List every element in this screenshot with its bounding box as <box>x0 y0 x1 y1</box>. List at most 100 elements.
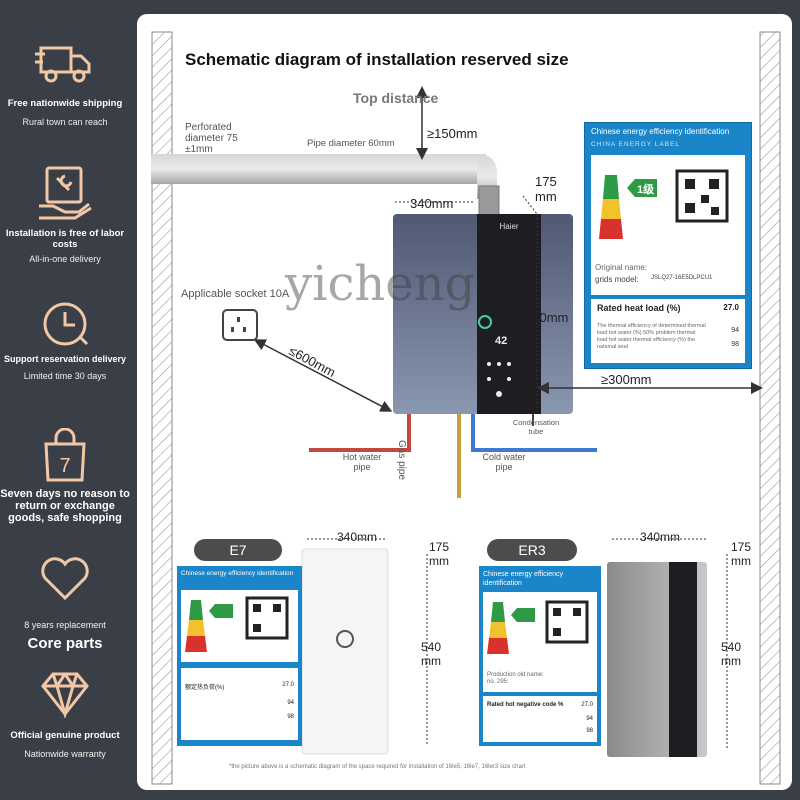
heater-buttons <box>487 362 511 397</box>
rated-heat-load-label: Rated heat load (%) <box>597 303 681 313</box>
footnote: *the picture above is a schematic diagra… <box>229 764 526 770</box>
er3-rated-label: Rated hot negative code % <box>487 702 564 708</box>
cold-water-label: Cold water pipe <box>482 452 526 472</box>
reserve-subtitle: Limited time 30 days <box>23 371 107 381</box>
wrench-icon <box>39 166 92 220</box>
feature-installation: Installation is free of labor costs All-… <box>0 166 130 265</box>
hot-water-pipe <box>309 414 411 452</box>
e7-heater <box>301 548 389 755</box>
er3-height-label: 540 mm <box>721 640 742 668</box>
er3-value-2: 98 <box>586 728 593 734</box>
heart-icon <box>41 557 89 601</box>
diagram-title: Schematic diagram of installation reserv… <box>185 50 569 69</box>
shipping-title: Free nationwide shipping <box>7 98 123 109</box>
feature-genuine: Official genuine product Nationwide warr… <box>0 670 130 760</box>
reserve-title: Support reservation delivery <box>3 354 127 364</box>
watermark: yicheng <box>285 256 476 312</box>
er3-tag: ER3 <box>487 539 577 561</box>
heater-brand: Haier <box>499 222 518 231</box>
condensation-label: Condensation tube <box>512 418 560 436</box>
clock-icon <box>43 302 89 346</box>
exhaust-pipe-horizontal <box>151 154 486 184</box>
er3-production-label: Production old name: no. 295: <box>487 672 544 685</box>
efficiency-value-1: 94 <box>731 327 739 334</box>
install-subtitle: All-in-one delivery <box>29 254 101 264</box>
return-title: Seven days no reason to return or exchan… <box>0 488 130 524</box>
e7-tag: E7 <box>194 539 282 561</box>
diamond-icon <box>41 672 89 718</box>
energy-label-subtitle: CHINA ENERGY LABEL <box>591 141 681 148</box>
efficiency-value-2: 98 <box>731 341 739 348</box>
er3-grade-graphic <box>487 600 589 654</box>
perforated-label: Perforated diameter 75 ±1mm <box>185 122 238 155</box>
model-value: JSLQ27-16E5DLPCU1 <box>651 275 713 281</box>
energy-label-inner: 1级 Original name: grids model: JSLQ27-16… <box>591 155 745 295</box>
grade-badge: 1级 <box>637 184 655 196</box>
exhaust-pipe-collar <box>478 185 500 217</box>
e7-knob <box>336 630 354 648</box>
er3-energy-table: Rated hot negative code % 27.0 94 98 <box>483 696 597 742</box>
cold-water-pipe <box>471 414 597 452</box>
shipping-subtitle: Rural town can reach <box>22 117 108 127</box>
shopping-bag-icon: 7 <box>44 428 86 482</box>
installation-diagram: Haier 42 <box>151 31 781 785</box>
height-label: 540mm <box>525 310 569 325</box>
left-wall <box>151 31 173 785</box>
grids-model-label: grids model: <box>595 275 639 284</box>
e7-height-label: 540 mm <box>421 640 442 668</box>
svg-text:7: 7 <box>59 455 70 477</box>
er3-energy-title: Chinese energy efficiency identification <box>483 571 564 587</box>
e7-value-2: 98 <box>287 714 294 720</box>
side-clearance-label: ≥300mm <box>601 372 652 387</box>
e7-rated-value: 27.0 <box>282 682 294 688</box>
feature-return: 7 Seven days no reason to return or exch… <box>0 428 130 524</box>
top-clearance-value: ≥150mm <box>427 126 478 141</box>
heater-status-ring <box>478 315 492 329</box>
feature-reservation: Support reservation delivery Limited tim… <box>0 298 130 382</box>
right-wall <box>759 31 781 785</box>
e7-width-label: 340mm <box>337 530 378 544</box>
er3-value-1: 94 <box>586 716 593 722</box>
rated-heat-load-value: 27.0 <box>723 303 739 312</box>
e7-energy-inner <box>181 590 298 662</box>
depth-label: 175 mm <box>535 174 557 204</box>
socket-distance-arrow <box>253 339 393 412</box>
er3-rated-value: 27.0 <box>581 702 593 708</box>
genuine-title: Official genuine product <box>10 730 120 741</box>
er3-energy-inner: Production old name: no. 295: <box>483 592 597 692</box>
e7-energy-title: Chinese energy efficiency identification <box>181 570 294 577</box>
efficiency-note: The thermal efficiency of determined the… <box>597 323 706 350</box>
er3-energy-label: Chinese energy efficiency identification… <box>479 566 601 746</box>
e7-value-1: 94 <box>287 700 294 706</box>
er3-depth-label: 175 mm <box>731 540 752 568</box>
e7-depth-label: 175 mm <box>429 540 450 568</box>
pipe-diameter-label: Pipe diameter 60mm <box>307 138 395 149</box>
socket-holes <box>231 317 246 332</box>
truck-icon <box>35 46 91 83</box>
socket-label: Applicable socket 10A <box>181 288 290 300</box>
feature-shipping: Free nationwide shipping Rural town can … <box>0 42 130 128</box>
main-panel: Haier 42 Schemat <box>137 14 792 790</box>
power-socket <box>222 309 258 341</box>
original-name-label: Original name: <box>595 263 648 272</box>
replace-title: 8 years replacement <box>24 620 106 630</box>
replace-subtitle: Core parts <box>27 635 103 652</box>
feature-replacement: 8 years replacement Core parts <box>0 556 130 652</box>
e7-energy-table: 额定热负荷(%) 27.0 94 98 <box>181 668 298 740</box>
sidebar: Free nationwide shipping Rural town can … <box>0 0 130 800</box>
install-title: Installation is free of labor costs <box>5 228 125 250</box>
energy-label-card: Chinese energy efficiency identification… <box>584 122 752 369</box>
top-distance-label: Top distance <box>353 90 439 106</box>
width-label: 340mm <box>410 196 454 211</box>
efficiency-grade-bar <box>599 169 729 239</box>
energy-label-table: Rated heat load (%) 27.0 The thermal eff… <box>591 299 745 363</box>
er3-width-label: 340mm <box>640 530 681 544</box>
hot-water-label: Hot water pipe <box>342 452 382 472</box>
e7-grade-graphic <box>185 596 289 652</box>
genuine-subtitle: Nationwide warranty <box>24 749 106 759</box>
e7-rated-label: 额定热负荷(%) <box>185 685 225 691</box>
energy-label-title: Chinese energy efficiency identification <box>591 127 730 136</box>
heater-display: 42 <box>495 335 507 347</box>
e7-energy-label: Chinese energy efficiency identification… <box>177 566 302 746</box>
er3-control-panel <box>669 562 697 757</box>
